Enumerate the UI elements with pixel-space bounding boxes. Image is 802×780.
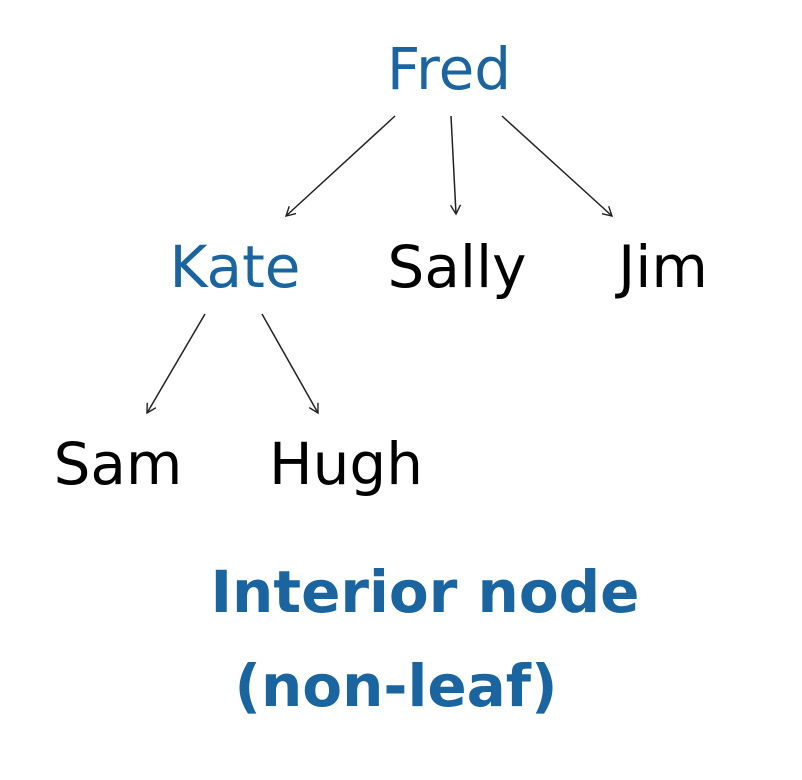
node-fred: Fred bbox=[386, 35, 512, 103]
edge-fred-sally bbox=[449, 115, 462, 216]
node-hugh: Hugh bbox=[269, 430, 423, 498]
edge-fred-kate bbox=[284, 115, 396, 217]
caption-line-2: (non-leaf) bbox=[234, 652, 558, 720]
node-jim: Jim bbox=[618, 233, 708, 301]
edge-fred-jim bbox=[501, 115, 614, 217]
node-sam: Sam bbox=[53, 430, 183, 498]
node-kate: Kate bbox=[169, 233, 301, 301]
edge-kate-hugh bbox=[261, 313, 319, 415]
edge-kate-sam bbox=[146, 313, 206, 415]
node-sally: Sally bbox=[387, 233, 527, 301]
caption-line-1: Interior node bbox=[210, 558, 640, 626]
